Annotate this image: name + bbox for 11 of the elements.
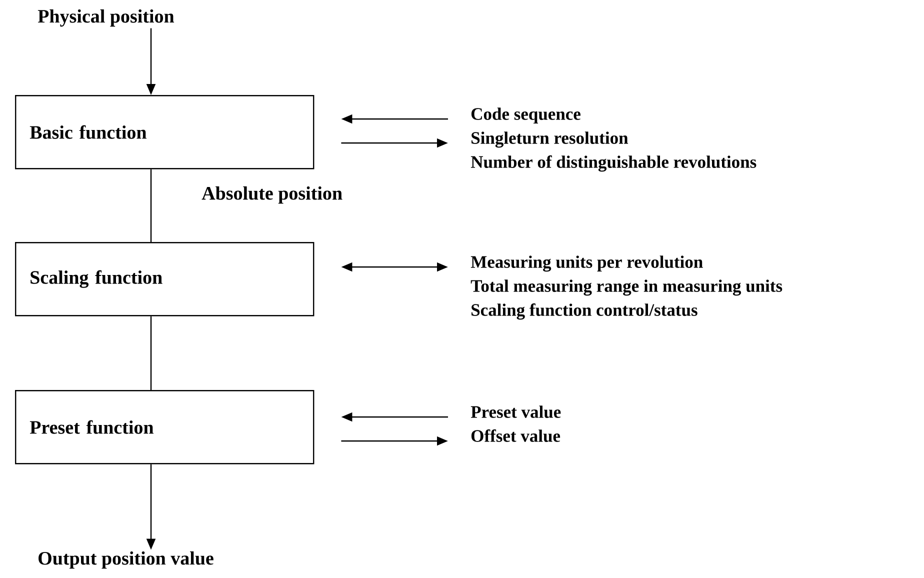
process-box: Scaling function	[15, 242, 314, 316]
process-box: Preset function	[15, 390, 314, 464]
edge-label: Absolute position	[200, 185, 344, 205]
input-label: Physical position	[38, 9, 174, 27]
output-label: Output position value	[38, 551, 214, 569]
parameter-list: Code sequence Singleturn resolution Number of distinguishable revolutions	[470, 108, 756, 172]
connector-line	[150, 169, 152, 242]
connector-line	[150, 316, 152, 390]
parameter-list: Preset value Offset value	[470, 406, 561, 442]
parameter-list: Measuring units per revolution Total measuring range in measuring units Scaling function control/status	[470, 256, 782, 320]
process-box: Basic function	[15, 95, 314, 170]
